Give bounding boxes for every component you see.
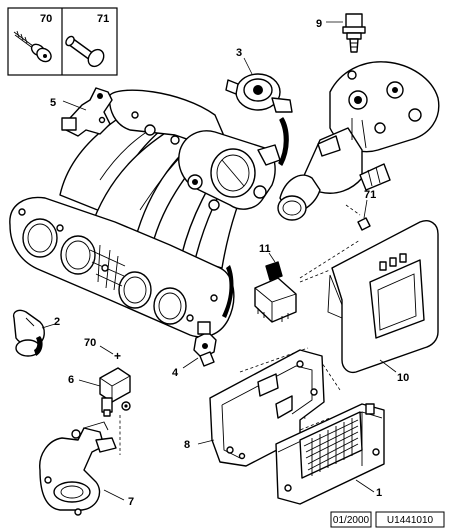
- callout-11: 11: [259, 243, 271, 255]
- flange-bolt-icon: [13, 30, 52, 63]
- plug-71: 71: [357, 189, 376, 231]
- inset-label-right: 71: [97, 13, 109, 25]
- callout-2: 2: [54, 316, 60, 328]
- footer-reference: U1441010: [387, 515, 434, 526]
- ecu-cover-10: 10: [327, 220, 439, 384]
- intake-manifold: [9, 89, 253, 338]
- callout-5: 5: [50, 97, 56, 109]
- callout-9: 9: [316, 18, 322, 30]
- callout-70: 70: [84, 337, 96, 349]
- relay-11: 11: [254, 243, 297, 323]
- plug-icon: [65, 35, 105, 68]
- callout-8: 8: [184, 439, 190, 451]
- footer-date: 01/2000: [333, 515, 370, 526]
- position-sensor-6: 70 + 6: [68, 337, 131, 417]
- pressure-sensor-4: 4: [172, 265, 234, 379]
- footer: 01/2000 U1441010: [330, 511, 445, 528]
- ecu-module-1: 1: [275, 403, 385, 505]
- inset-box: 70 71: [7, 7, 118, 76]
- callout-7: 7: [128, 496, 134, 508]
- throttle-position-sensor-5: 5: [50, 87, 113, 137]
- callout-71: 71: [364, 189, 376, 201]
- callout-3: 3: [236, 47, 242, 59]
- throttle-body: [178, 130, 281, 211]
- inset-label-left: 70: [40, 13, 52, 25]
- idle-actuator-3: 3: [225, 47, 293, 166]
- water-outlet-housing: [277, 61, 440, 221]
- mounting-bracket-7: 7: [39, 415, 134, 516]
- callout-4: 4: [172, 367, 179, 379]
- callout-10: 10: [397, 372, 409, 384]
- knock-sensor-2: 2: [12, 309, 60, 357]
- callout-6: 6: [68, 374, 74, 386]
- callout-1: 1: [376, 487, 382, 499]
- plus-marker-icon: +: [114, 349, 121, 363]
- temperature-sensor-9: 9: [316, 13, 366, 53]
